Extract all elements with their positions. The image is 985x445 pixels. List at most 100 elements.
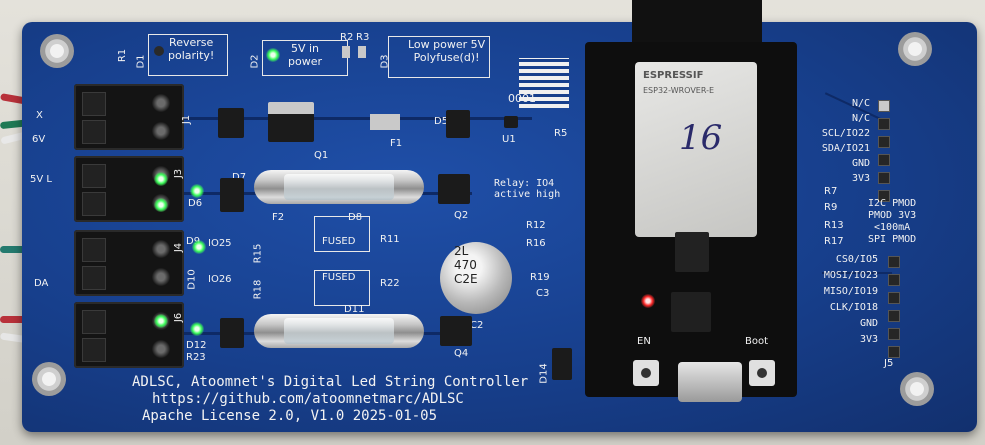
designator-d12: D12 [186,340,207,351]
designator-q1: Q1 [314,150,329,161]
header-pin [888,256,900,268]
fuse-f2 [254,170,424,204]
connector-j6 [74,302,184,368]
mosfet-q1 [268,102,314,142]
header-pin [878,136,890,148]
component-q-small-1 [218,108,244,138]
boot-button[interactable] [749,360,775,386]
low-power-label: Low power 5V Polyfuse(d)! [408,38,486,64]
module-model: ESP32-WROVER-E [643,86,715,95]
esp32-module-shield: ESPRESSIF ESP32-WROVER-E 16 [635,62,757,237]
en-label: EN [637,336,651,347]
pin-label: 3V3 [851,173,870,184]
ldo-regulator [675,232,709,272]
d6-led-green-c [190,184,204,198]
header-pin [878,118,890,130]
header-top-labels: N/C N/C SCL/IO22 SDA/IO21 GND 3V3 [818,98,968,184]
designator-q4: Q4 [454,348,469,359]
d9-led-green [192,240,206,254]
fused-label-2: FUSED [322,272,356,283]
header-pin [888,292,900,304]
serial-number: 0001 [508,92,536,105]
edge-label-x: X [36,110,43,121]
d6-led-green-a [154,172,168,186]
d2-led-green [266,48,280,62]
header-spi-labels: CS0/IO5 MOSI/IO23 MISO/IO19 CLK/IO18 GND… [818,254,968,345]
header-pin [878,100,890,112]
d1-led-off [154,46,164,56]
pin-label: CLK/IO18 [829,302,878,313]
reverse-polarity-box [148,34,228,76]
pin-label: GND [851,158,870,169]
pin-label: SCL/IO22 [821,128,870,139]
header-pin [878,154,890,166]
designator-j5: J5 [884,358,894,369]
pin-label: MOSI/IO23 [823,270,878,281]
designator-r13: R13 [824,220,844,231]
pin-label: MISO/IO19 [823,286,878,297]
edge-label-da: DA [34,278,49,289]
mounting-hole-top-right [898,32,932,66]
mounting-hole-top-left [40,34,74,68]
designator-r22: R22 [380,278,400,289]
pin-label: SDA/IO21 [821,143,870,154]
pcb-board: R1 D1 Reverse polarity! D2 5V in power R… [22,22,977,432]
header-pin [888,274,900,286]
header-pin [878,172,890,184]
board-title: ADLSC, Atoomnet's Digital Led String Con… [132,374,529,390]
component-d5 [446,110,470,138]
designator-j4: J4 [173,242,185,253]
designator-c3: C3 [536,288,550,299]
pin-label: 3V3 [859,334,878,345]
mosfet-q4 [440,316,472,346]
designator-r3: R3 [356,32,370,43]
trace [172,117,532,120]
designator-d1: D1 [135,54,147,69]
d12-led-green-a [154,314,168,328]
board-url: https://github.com/atoomnetmarc/ADLSC [152,391,464,407]
designator-f2: F2 [272,212,285,223]
designator-r2: R2 [340,32,354,43]
designator-r23: R23 [186,352,206,363]
header-pin [888,310,900,322]
designator-r9: R9 [824,202,838,213]
designator-r15: R15 [252,243,264,264]
designator-d8: D8 [348,212,363,223]
d6-led-green-b [154,198,168,212]
designator-j1: J1 [181,114,193,125]
capacitor-c2 [440,242,512,314]
fused-label-1: FUSED [322,236,356,247]
designator-r5: R5 [554,128,568,139]
connector-j4 [74,230,184,296]
component-d7 [220,178,244,212]
j4-jumper [370,114,400,130]
mounting-hole-bottom-right [900,372,934,406]
usb-port[interactable] [678,362,742,402]
designator-r18: R18 [252,279,264,300]
designator-r11: R11 [380,234,400,245]
edge-label-6v: 6V [32,134,46,145]
en-button[interactable] [633,360,659,386]
connector-j3 [74,156,184,222]
designator-d5: D5 [434,116,449,127]
pin-label: N/C [851,98,870,109]
esp-power-led-red [641,294,655,308]
designator-f1: F1 [390,138,403,149]
pin-label: GND [859,318,878,329]
component-u1 [504,116,518,128]
designator-q2: Q2 [454,210,469,221]
reverse-polarity-label: Reverse polarity! [168,36,215,62]
designator-d10: D10 [186,269,198,290]
board-license: Apache License 2.0, V1.0 2025-01-05 [142,408,438,424]
usb-uart-chip [671,292,711,332]
connector-j1 [74,84,184,150]
component-d14 [552,348,572,380]
header-pin [888,328,900,340]
designator-d7: D7 [232,172,246,183]
designator-j3: J3 [173,168,185,179]
io25-label: IO25 [208,238,232,249]
power-5v-box [262,40,348,76]
header-pin [888,346,900,358]
module-brand: ESPRESSIF [643,70,704,81]
designator-c2: C2 [470,320,484,331]
